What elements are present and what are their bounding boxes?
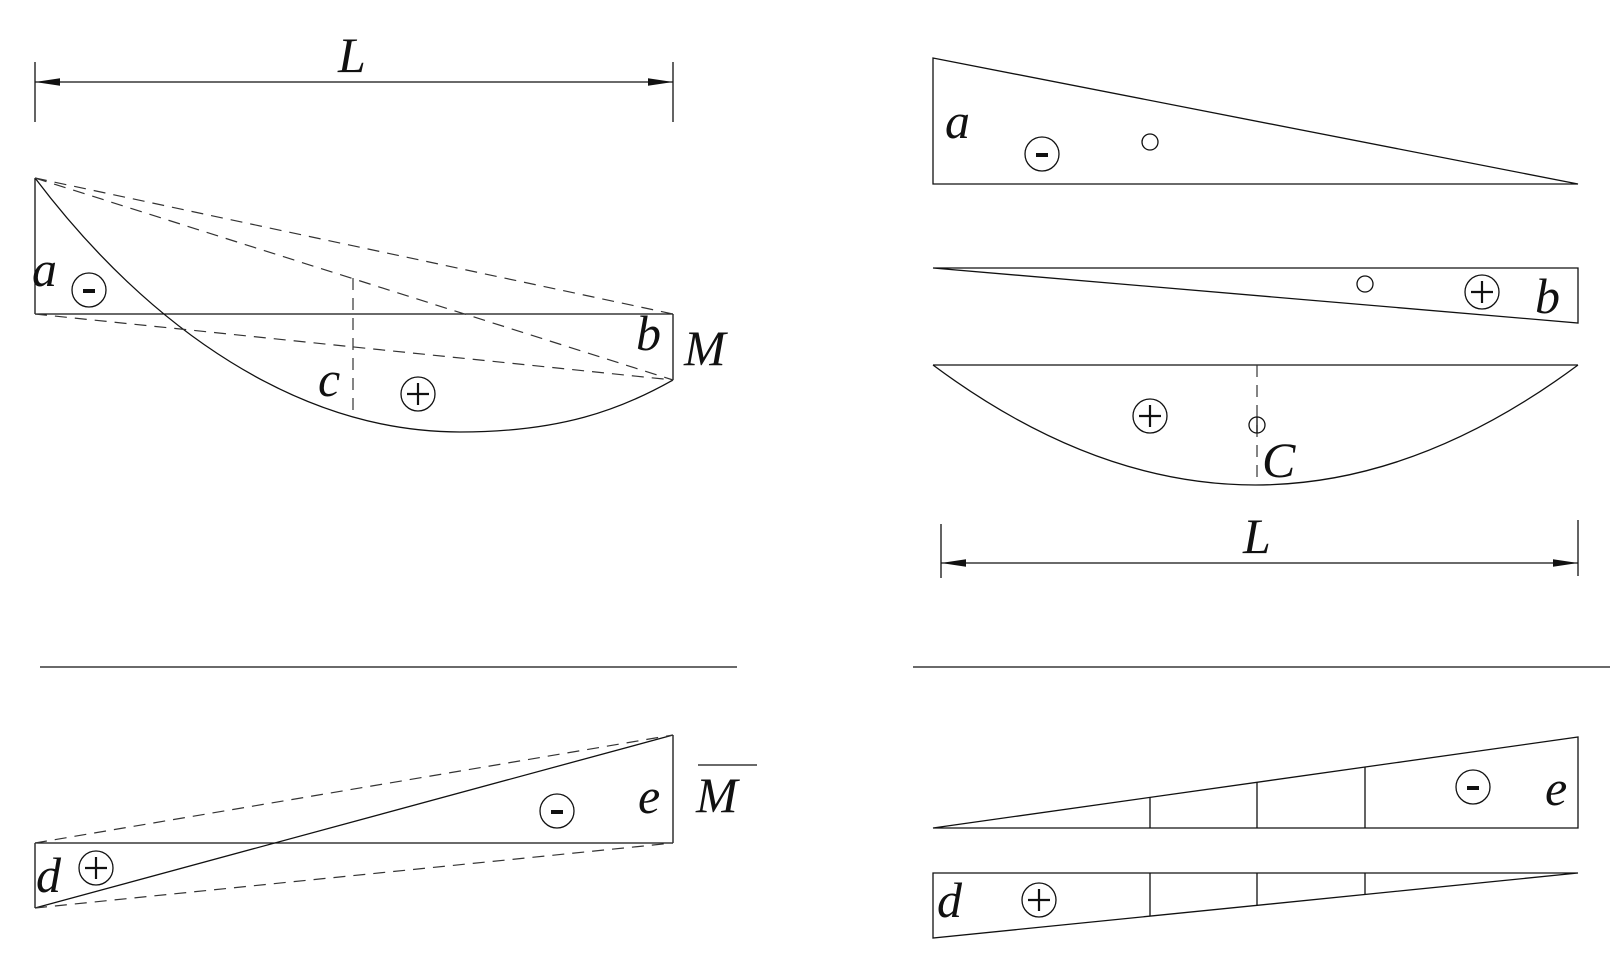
label-a: a (945, 93, 970, 149)
minus-sign-icon (538, 792, 576, 830)
right-unit-decomposition: e d (932, 736, 1579, 939)
parabola-curve (932, 364, 1579, 486)
plus-sign-icon (1020, 881, 1058, 919)
unit-moment-line (34, 734, 674, 909)
triangle-d (932, 872, 1579, 939)
span-label: L (1242, 508, 1271, 564)
moment-curve (34, 177, 674, 433)
label-d: d (937, 872, 963, 928)
plus-sign-icon (77, 849, 115, 887)
dashed-line (34, 177, 674, 381)
plus-sign-icon (1131, 397, 1169, 435)
dashed-line (34, 177, 674, 315)
plus-sign-icon (1463, 273, 1501, 311)
triangle-a (932, 57, 1579, 185)
label-e: e (1545, 760, 1567, 816)
centroid-marker (1356, 275, 1374, 293)
triangle-b (932, 267, 1579, 324)
label-d: d (36, 847, 62, 903)
dashed-line (34, 842, 674, 909)
minus-sign-icon (1454, 768, 1492, 806)
label-e: e (638, 768, 660, 824)
triangle-e (932, 736, 1579, 829)
right-decomposition: a b C L (932, 57, 1579, 578)
dashed-line (34, 734, 674, 844)
minus-sign-icon (70, 271, 108, 309)
plus-sign-icon (399, 375, 437, 413)
label-b: b (636, 305, 661, 361)
dashed-line (34, 313, 674, 381)
minus-sign-icon (1023, 135, 1061, 173)
label-b: b (1535, 268, 1560, 324)
label-M: M (683, 320, 728, 376)
left-moment-diagram: L a b M c (32, 27, 728, 433)
label-M-bar: M (695, 767, 740, 823)
label-C: C (1262, 432, 1296, 488)
label-c: c (318, 351, 340, 407)
label-a: a (32, 241, 57, 297)
centroid-marker (1141, 133, 1159, 151)
span-label: L (337, 27, 366, 83)
left-unit-diagram: d e M (34, 734, 757, 909)
